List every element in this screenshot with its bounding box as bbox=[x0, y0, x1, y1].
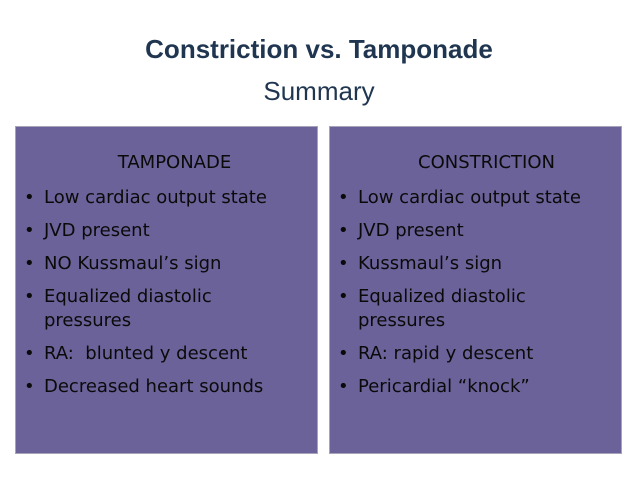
constriction-heading: CONSTRICTION bbox=[418, 152, 555, 173]
list-item: Kussmaul’s sign bbox=[332, 252, 581, 276]
list-item: Decreased heart sounds bbox=[18, 375, 267, 399]
list-item-line: pressures bbox=[44, 310, 132, 331]
tamponade-list: Low cardiac output state JVD present NO … bbox=[18, 186, 267, 408]
list-item-line: Decreased heart sounds bbox=[44, 376, 264, 397]
list-item: Low cardiac output state bbox=[332, 186, 581, 210]
constriction-list: Low cardiac output state JVD present Kus… bbox=[332, 186, 581, 408]
list-item: JVD present bbox=[332, 219, 581, 243]
list-item: Pericardial “knock” bbox=[332, 375, 581, 399]
list-item-line: JVD present bbox=[358, 220, 464, 241]
list-item: RA: rapid y descent bbox=[332, 342, 581, 366]
tamponade-panel: TAMPONADE Low cardiac output state JVD p… bbox=[15, 126, 318, 454]
list-item-line: Pericardial “knock” bbox=[358, 376, 530, 397]
constriction-panel: CONSTRICTION Low cardiac output state JV… bbox=[329, 126, 622, 454]
list-item-line: Equalized diastolic bbox=[44, 286, 212, 307]
tamponade-heading: TAMPONADE bbox=[117, 152, 232, 173]
list-item: RA: blunted y descent bbox=[18, 342, 267, 366]
list-item: Equalized diastolic pressures bbox=[18, 285, 267, 333]
list-item-line: Kussmaul’s sign bbox=[358, 253, 503, 274]
list-item: NO Kussmaul’s sign bbox=[18, 252, 267, 276]
list-item-line: JVD present bbox=[44, 220, 150, 241]
list-item: Equalized diastolic pressures bbox=[332, 285, 581, 333]
list-item: Low cardiac output state bbox=[18, 186, 267, 210]
list-item-line: Low cardiac output state bbox=[44, 187, 267, 208]
list-item-line: Low cardiac output state bbox=[358, 187, 581, 208]
list-item: JVD present bbox=[18, 219, 267, 243]
list-item-line: RA: blunted y descent bbox=[44, 343, 248, 364]
list-item-line: RA: rapid y descent bbox=[358, 343, 534, 364]
slide-title: Constriction vs. Tamponade bbox=[145, 34, 493, 64]
list-item-line: NO Kussmaul’s sign bbox=[44, 253, 222, 274]
list-item-line: pressures bbox=[358, 310, 446, 331]
list-item-line: Equalized diastolic bbox=[358, 286, 526, 307]
slide-subtitle: Summary bbox=[263, 76, 375, 106]
